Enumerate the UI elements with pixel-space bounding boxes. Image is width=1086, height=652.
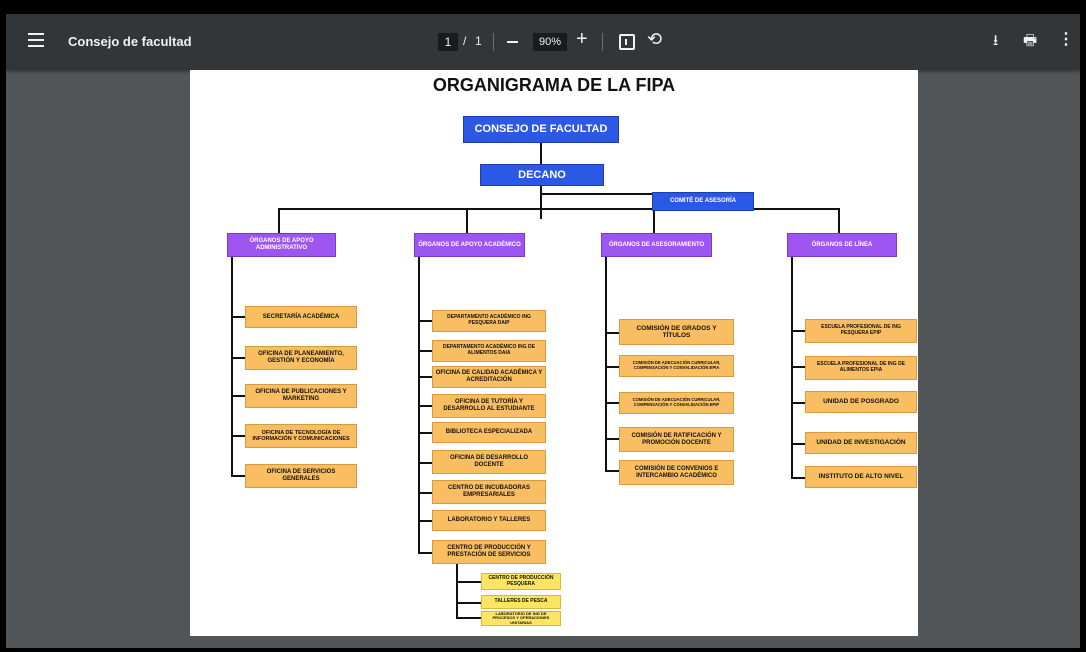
unit-box: COMISIÓN DE ADECUACIÓN CURRICULAR, COMPE… [619,355,734,377]
fit-to-page-icon[interactable] [619,34,635,50]
unit-box: CENTRO DE INCUBADORAS EMPRESARIALES [432,480,546,504]
page-total: 1 [475,34,482,48]
connector-line [231,256,233,477]
unit-box: OFICINA DE PLANEAMIENTO, GESTIÓN Y ECONO… [245,346,357,370]
zoom-out-button[interactable] [500,30,524,54]
connector-line [418,552,432,554]
connector-line [791,330,805,332]
unit-box: CENTRO DE PRODUCCIÓN Y PRESTACIÓN DE SER… [432,540,546,564]
connector-line [278,208,280,233]
menu-icon[interactable] [28,33,44,51]
unit-box: OFICINA DE PUBLICACIONES Y MARKETING [245,384,357,408]
connector-line [466,208,468,233]
connector-line [838,208,840,233]
sub-unit-box: TALLERES DE PESCA [481,595,561,609]
unit-box: COMISIÓN DE GRADOS Y TÍTULOS [619,319,734,345]
sub-unit-box: LABORATORIO DE ING DE PROCESOS Y OPERACI… [481,611,561,626]
connector-line [456,602,481,604]
unit-box: LABORATORIO Y TALLERES [432,510,546,531]
connector-line [456,581,481,583]
connector-line [231,316,245,318]
unit-box: DEPARTAMENTO ACADÉMICO ING DE ALIMENTOS … [432,340,546,362]
header-asesoramiento: ÓRGANOS DE ASESORAMIENTO [601,233,712,257]
connector-line [418,492,432,494]
connector-line [791,402,805,404]
connector-line [418,432,432,434]
header-academico: ÓRGANOS DE APOYO ACADÉMICO [414,233,525,257]
connector-line [418,405,432,407]
unit-box: UNIDAD DE POSGRADO [805,391,917,413]
connector-line [540,141,542,164]
connector-line [418,520,432,522]
unit-box: OFICINA DE DESARROLLO DOCENTE [432,450,546,474]
connector-line [605,402,619,404]
connector-line [456,617,481,619]
minus-icon [507,41,518,43]
connector-line [605,256,607,472]
connector-line [605,332,619,334]
more-options-icon[interactable]: ⋮ [1058,31,1074,48]
comite-box: COMITÉ DE ASESORÍA [652,192,754,211]
document-title: Consejo de facultad [68,34,192,49]
connector-line [418,320,432,322]
unit-box: OFICINA DE TECNOLOGÍA DE INFORMACIÓN Y C… [245,424,357,448]
unit-box: DEPARTAMENTO ACADÉMICO ING PESQUERA DAIP [432,310,546,332]
connector-line [456,562,458,618]
zoom-level-input[interactable]: 90% [533,33,567,51]
page-number-input[interactable]: 1 [438,33,458,51]
connector-line [605,438,619,440]
header-admin: ÓRGANOS DE APOYO ADMINISTRATIVO [227,233,336,257]
connector-line [540,184,542,219]
decano-box: DECANO [480,164,604,186]
unit-box: OFICINA DE CALIDAD ACADÉMICA Y ACREDITAC… [432,366,546,388]
connector-line [791,477,805,479]
download-icon[interactable]: ⭳ [993,32,999,49]
connector-line [231,357,245,359]
unit-box: OFICINA DE SERVICIOS GENERALES [245,464,357,488]
page-separator: / [463,34,467,48]
consejo-box: CONSEJO DE FACULTAD [463,116,619,143]
connector-line [418,462,432,464]
unit-box: OFICINA DE TUTORÍA Y DESARROLLO AL ESTUD… [432,394,546,418]
unit-box: COMISIÓN DE CONVENIOS E INTERCAMBIO ACAD… [619,460,734,485]
unit-box: COMISIÓN DE ADECUACIÓN CURRICULAR, COMPE… [619,392,734,414]
header-linea: ÓRGANOS DE LÍNEA [787,233,897,257]
zoom-in-button[interactable]: + [576,28,588,50]
unit-box: SECRETARÍA ACADÉMICA [245,306,357,328]
unit-box: COMISIÓN DE RATIFICACIÓN Y PROMOCIÓN DOC… [619,427,734,452]
unit-box: BIBLIOTECA ESPECIALIZADA [432,422,546,443]
connector-line [605,366,619,368]
connector-line [791,366,805,368]
toolbar: Consejo de facultad 1 / 1 90% + ⟲ ⭳ 🖶 ⋮ [6,14,1080,70]
connector-line [231,435,245,437]
unit-box: ESCUELA PROFESIONAL DE ING PESQUERA EPIP [805,319,917,343]
chart-title: ORGANIGRAMA DE LA FIPA [432,75,676,95]
sub-unit-box: CENTRO DE PRODUCCIÓN PESQUERA [481,573,561,590]
connector-line [418,376,432,378]
unit-box: UNIDAD DE INVESTIGACIÓN [805,432,917,454]
pdf-viewer: Consejo de facultad 1 / 1 90% + ⟲ ⭳ 🖶 ⋮ … [6,14,1080,648]
connector-line [231,475,245,477]
connector-line [791,443,805,445]
rotate-icon[interactable]: ⟲ [647,29,663,49]
toolbar-divider [602,33,603,51]
connector-line [231,395,245,397]
print-icon[interactable]: 🖶 [1023,32,1038,49]
pdf-page: ORGANIGRAMA DE LA FIPA [190,70,918,636]
unit-box: ESCUELA PROFESIONAL DE ING DE ALIMENTOS … [805,356,917,380]
connector-line [540,193,652,195]
connector-line [278,208,840,210]
connector-line [418,350,432,352]
connector-line [653,208,655,233]
unit-box: INSTITUTO DE ALTO NIVEL [805,466,917,488]
connector-line [605,470,619,472]
toolbar-divider [493,33,494,51]
